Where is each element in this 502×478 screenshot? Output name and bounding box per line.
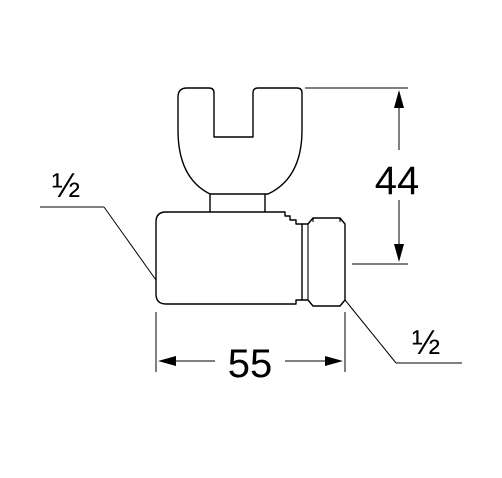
outlet-nut xyxy=(302,217,346,307)
valve-stem xyxy=(209,194,266,212)
height-dimension-value: 44 xyxy=(375,159,420,203)
width-dimension-value: 55 xyxy=(228,342,273,386)
width-arrow-right xyxy=(325,356,343,366)
width-arrow-left xyxy=(158,356,176,366)
outlet-size-label: ½ xyxy=(412,324,440,362)
outlet-leader-diagonal xyxy=(344,299,397,364)
height-arrow-top xyxy=(394,90,404,108)
height-arrow-bottom xyxy=(394,244,404,262)
valve-body xyxy=(155,211,303,305)
inlet-size-label: ½ xyxy=(52,167,80,205)
outlet-nut-edge xyxy=(307,218,341,300)
inlet-leader-diagonal xyxy=(103,206,157,281)
valve-handle xyxy=(177,87,303,195)
